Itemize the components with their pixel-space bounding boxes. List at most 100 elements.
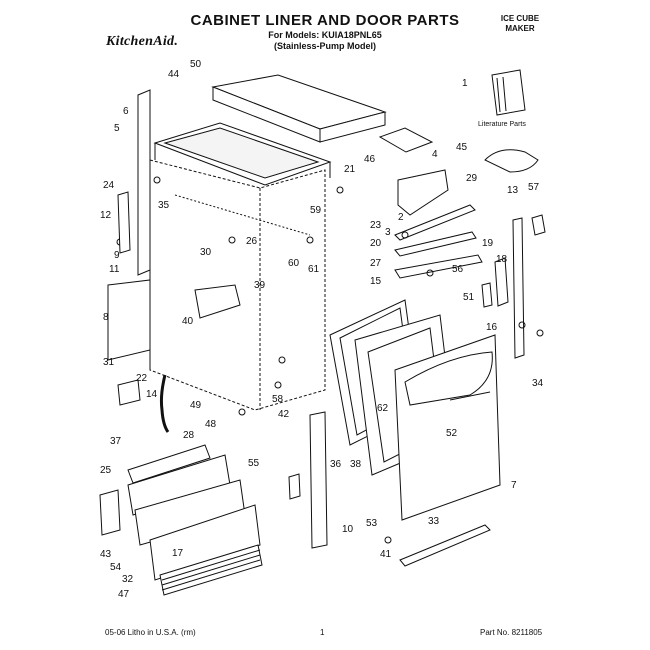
drain-pan [194, 284, 241, 319]
callout-34: 34 [532, 378, 544, 389]
callout-18: 18 [496, 254, 508, 265]
model-variant: (Stainless-Pump Model) [273, 41, 376, 51]
callout-27: 27 [370, 258, 382, 269]
callout-43: 43 [100, 549, 112, 560]
callout-24: 24 [103, 180, 115, 191]
litho-note: 05-06 Litho in U.S.A. (rm) [105, 628, 196, 637]
callout-8: 8 [103, 312, 109, 323]
callout-47: 47 [118, 589, 130, 600]
model-number: For Models: KUIA18PNL65 [268, 30, 382, 40]
callout-3: 3 [385, 227, 391, 238]
callout-52: 52 [446, 428, 458, 439]
callout-42: 42 [278, 409, 290, 420]
callout-44: 44 [168, 69, 180, 80]
right-trim-rail [512, 217, 525, 359]
page-number: 1 [320, 628, 325, 637]
door-rail-mid [394, 231, 477, 257]
callout-7: 7 [511, 480, 517, 491]
bracket-18 [494, 257, 509, 307]
bottom-hinge [99, 489, 121, 536]
callout-54: 54 [110, 562, 122, 573]
callout-31: 31 [103, 357, 115, 368]
left-trim-rail [309, 411, 328, 549]
callout-45: 45 [456, 142, 468, 153]
callout-21: 21 [344, 164, 356, 175]
callout-19: 19 [482, 238, 494, 249]
callout-17: 17 [172, 548, 184, 559]
bracket-19-top [481, 282, 493, 308]
callout-9: 9 [114, 250, 120, 261]
literature-parts [491, 69, 526, 116]
door-rail-lower [394, 254, 483, 279]
part-number: Part No. 8211805 [480, 628, 543, 637]
hinge-bracket [107, 279, 151, 361]
callout-38: 38 [350, 459, 362, 470]
door-rail-upper [394, 204, 476, 241]
callout-57: 57 [528, 182, 540, 193]
drawer-front-c [149, 504, 261, 581]
product-line-2: MAKER [505, 24, 535, 33]
door-handle [404, 351, 493, 406]
callout-33: 33 [428, 516, 440, 527]
literature-parts-label: Literature Parts [478, 121, 526, 128]
callout-13: 13 [507, 185, 519, 196]
insulation-pad [378, 127, 434, 153]
cabinet-liner [149, 159, 326, 411]
callout-61: 61 [308, 264, 320, 275]
callout-50: 50 [190, 59, 202, 70]
callout-35: 35 [158, 200, 170, 211]
callout-40: 40 [182, 316, 194, 327]
callout-10: 10 [342, 524, 354, 535]
callout-37: 37 [110, 436, 122, 447]
callout-55: 55 [248, 458, 260, 469]
callout-25: 25 [100, 465, 112, 476]
bracket-19-bottom [288, 473, 301, 500]
callout-51: 51 [463, 292, 475, 303]
callout-28: 28 [183, 430, 195, 441]
handle-bracket-24 [117, 191, 131, 254]
callout-1: 1 [462, 78, 468, 89]
callout-5: 5 [114, 123, 120, 134]
callout-15: 15 [370, 276, 382, 287]
callout-29: 29 [466, 173, 478, 184]
page-title: CABINET LINER AND DOOR PARTS [190, 12, 460, 29]
kickplate-rail [399, 524, 491, 567]
callout-22: 22 [136, 373, 148, 384]
callout-36: 36 [330, 459, 342, 470]
model-info: For Models: KUIA18PNL65 (Stainless-Pump … [0, 30, 650, 52]
callout-62: 62 [377, 403, 389, 414]
callout-30: 30 [200, 247, 212, 258]
left-side-rail [137, 89, 151, 276]
callout-4: 4 [432, 149, 438, 160]
callout-59: 59 [310, 205, 322, 216]
callout-20: 20 [370, 238, 382, 249]
hinge-pin-57 [531, 214, 546, 236]
callout-49: 49 [190, 400, 202, 411]
callout-12: 12 [100, 210, 112, 221]
product-line-1: ICE CUBE [500, 14, 540, 23]
callout-56: 56 [452, 264, 464, 275]
callout-14: 14 [146, 389, 158, 400]
callout-6: 6 [123, 106, 129, 117]
door-hinge-plate [397, 169, 449, 216]
foot-31 [117, 379, 141, 406]
callout-46: 46 [364, 154, 376, 165]
callout-53: 53 [366, 518, 378, 529]
product-name: ICE CUBE MAKER [485, 14, 555, 34]
callout-26: 26 [246, 236, 258, 247]
callout-41: 41 [380, 549, 392, 560]
brand-logo: KitchenAid. [106, 34, 179, 49]
callout-60: 60 [288, 258, 300, 269]
callout-32: 32 [122, 574, 134, 585]
callout-2: 2 [398, 212, 404, 223]
callout-11: 11 [109, 264, 120, 275]
callout-23: 23 [370, 220, 382, 231]
callout-39: 39 [254, 280, 266, 291]
ice-scoop [484, 149, 539, 173]
callout-58: 58 [272, 394, 284, 405]
callout-48: 48 [205, 419, 217, 430]
callout-16: 16 [486, 322, 498, 333]
drain-tube [159, 374, 170, 433]
drawer-trim-upper [127, 444, 211, 484]
